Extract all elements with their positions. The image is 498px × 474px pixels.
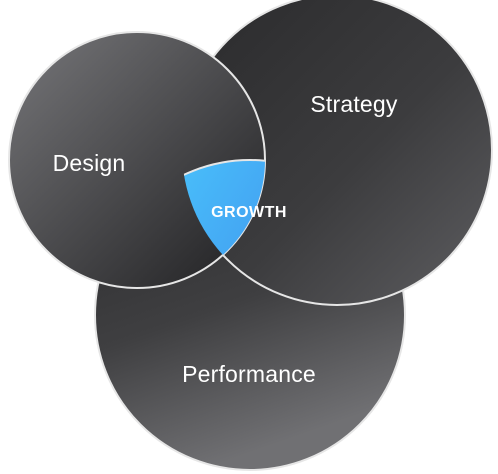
growth-label: GROWTH	[211, 204, 287, 221]
strategy-label: Strategy	[310, 91, 398, 117]
performance-label: Performance	[182, 361, 316, 387]
design-label: Design	[53, 150, 126, 176]
growth-intersection	[182, 159, 265, 288]
